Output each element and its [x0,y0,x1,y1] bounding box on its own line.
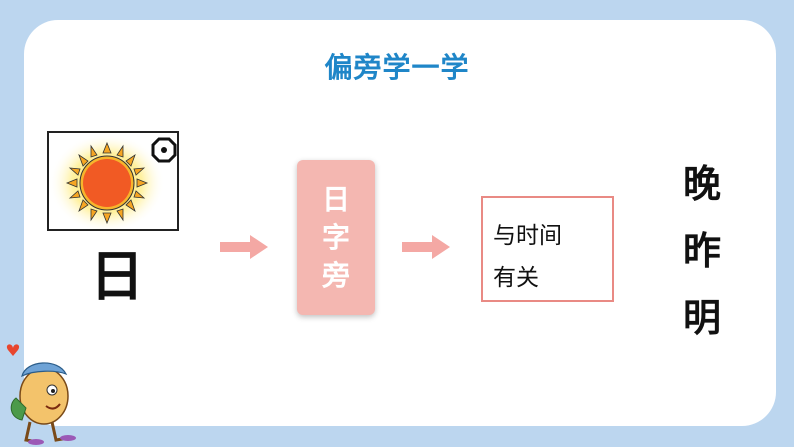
radical-char-2: 字 [321,220,350,254]
radical-label: 日 字 旁 [297,160,375,315]
radical-char-3: 旁 [321,258,350,292]
radical-char-1: 日 [321,182,350,216]
example-char: 明 [682,295,721,340]
example-char: 昨 [682,228,721,273]
arrow-right-icon [220,235,268,259]
sun-icon [49,133,165,229]
mascot-character-icon [6,344,76,445]
sun-picture [47,131,179,231]
ancient-sun-glyph-icon [151,137,177,163]
meaning-box: 与时间 有关 [481,196,614,302]
character-ri: 日 [90,244,144,308]
meaning-line-1: 与时间 [493,223,562,249]
arrow-right-icon [402,235,450,259]
example-characters: 晚 昨 明 [672,150,732,351]
example-char: 晚 [682,161,721,206]
page-title: 偏旁学一学 [324,51,470,84]
meaning-line-2: 有关 [493,265,539,291]
